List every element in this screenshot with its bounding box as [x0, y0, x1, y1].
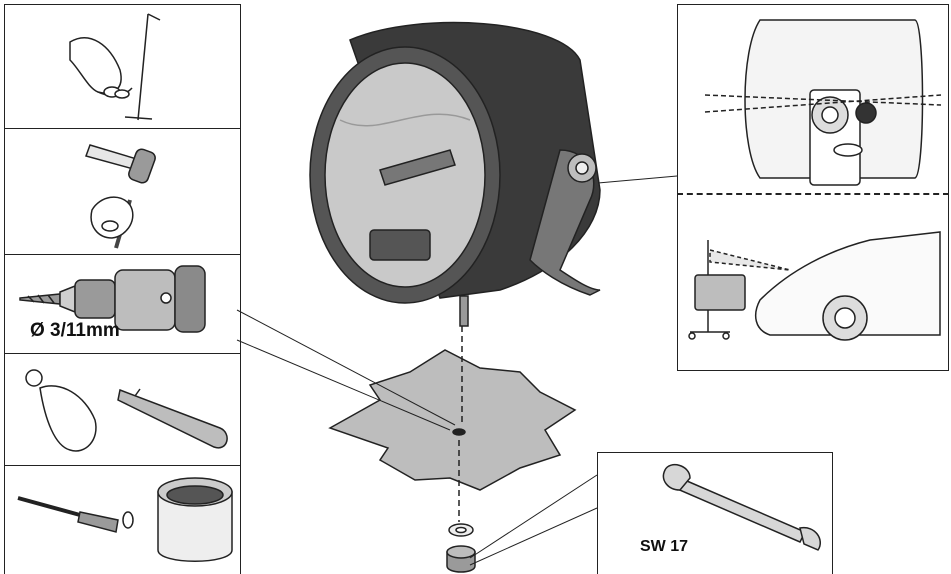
- washer-nut-icon: [446, 523, 476, 573]
- wrench-panel: [597, 452, 833, 574]
- step-panel-mark: [4, 4, 241, 129]
- drill-size-label: Ø 3/11mm: [30, 320, 120, 341]
- paint-brush-can-icon: [17, 477, 233, 562]
- headlamp-aim-setup-icon: [688, 231, 941, 341]
- open-end-wrench-icon: [662, 463, 821, 551]
- lamp-adjust-detail-icon: [704, 19, 942, 186]
- step-panel-deburr: [4, 353, 241, 466]
- wrench-size-label: SW 17: [640, 538, 688, 555]
- scribe-mark-icon: [69, 13, 161, 121]
- driving-lamp-icon: [309, 21, 601, 327]
- mounting-plate-icon: [328, 326, 577, 522]
- leader-lines: [236, 175, 678, 566]
- drill-chuck-icon: [19, 265, 206, 333]
- deburr-tool-icon: [25, 369, 228, 452]
- hammer-punch-icon: [85, 144, 156, 249]
